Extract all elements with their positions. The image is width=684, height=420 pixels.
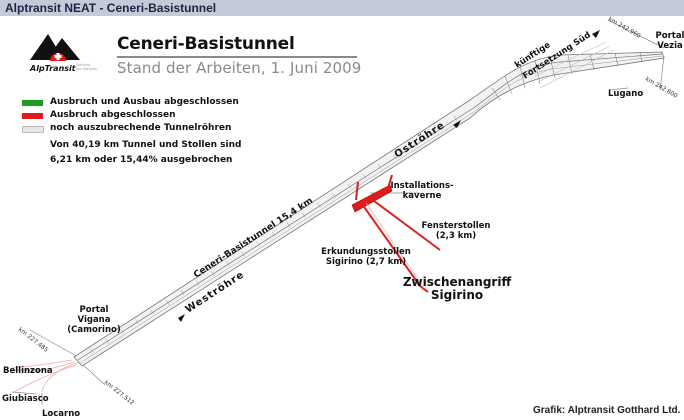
cross-passage <box>271 231 276 238</box>
cross-passage <box>226 260 230 267</box>
excavated-section-sigirino <box>351 174 441 293</box>
legend-swatch-green <box>22 100 43 106</box>
cross-passage <box>256 241 261 247</box>
cross-passage <box>332 193 336 199</box>
cross-passage <box>393 154 397 160</box>
main-tunnel <box>73 41 665 367</box>
svg-text:Zwischenangriff: Zwischenangriff <box>403 275 512 289</box>
title-divider <box>117 56 357 58</box>
cross-passage <box>211 270 215 276</box>
intermediate-access-label: Zwischenangriff Sigirino <box>403 275 512 302</box>
km-north-a: km 227.485 <box>17 326 50 354</box>
image-credit: Grafik: Alptransit Gotthard Ltd. <box>533 405 681 416</box>
cross-passage <box>241 251 245 257</box>
access-tunnel-line <box>369 197 441 251</box>
page-title: Ceneri-Basistunnel <box>117 34 295 54</box>
cross-passage <box>438 125 442 131</box>
portal-north-label: Portal Vigana (Camorino) <box>67 305 121 335</box>
svg-text:San Gottardo: San Gottardo <box>76 67 97 71</box>
legend-note-line-2: 6,21 km oder 15,44% ausgebrochen <box>50 155 233 165</box>
cross-passage <box>150 309 154 315</box>
place-lugano: Lugano <box>608 89 643 99</box>
svg-text:Sigirino: Sigirino <box>431 288 483 302</box>
arrow-future-icon <box>592 30 600 38</box>
place-giubiasco: Giubiasco <box>2 394 49 404</box>
cross-passage <box>423 134 427 141</box>
cross-passage <box>165 299 170 305</box>
cross-passage <box>135 319 139 325</box>
cross-passage <box>362 173 367 179</box>
svg-text:Fensterstollen: Fensterstollen <box>422 221 491 231</box>
legend-swatch-red <box>22 113 43 119</box>
cross-passage <box>453 115 458 121</box>
svg-text:Portal: Portal <box>80 305 109 315</box>
arrow-east-icon <box>453 120 461 128</box>
direction-arrows <box>178 30 600 322</box>
cross-passage <box>286 222 291 228</box>
svg-text:Erkundungsstollen: Erkundungsstollen <box>321 247 411 257</box>
future-extension-tubes <box>534 41 615 89</box>
cross-passage <box>120 328 124 335</box>
km-north-b: km 227.512 <box>103 379 136 407</box>
access-tunnel-label: Fensterstollen (2,3 km) <box>422 221 491 241</box>
installation-cavern-label: Installations- kaverne <box>390 181 454 201</box>
approach-lines-north <box>11 359 81 393</box>
svg-text:Vezia: Vezia <box>657 41 683 51</box>
cross-passage <box>377 164 382 170</box>
exploratory-tunnel-line <box>361 203 429 293</box>
alptransit-logo: AlpTransit Gotthard San Gottardo <box>29 34 97 73</box>
page-subtitle: Stand der Arbeiten, 1. Juni 2009 <box>117 59 362 77</box>
svg-text:Sigirino (2,7 km): Sigirino (2,7 km) <box>326 257 406 267</box>
tunnel-length-label: Ceneri-Basistunnel 15,4 km <box>192 196 315 281</box>
cross-passage <box>317 202 321 209</box>
cross-passage <box>196 280 200 286</box>
legend-note-line-1: Von 40,19 km Tunnel und Stollen sind <box>50 140 242 150</box>
svg-text:Gotthard: Gotthard <box>76 63 90 67</box>
svg-text:Vigana: Vigana <box>78 315 111 325</box>
cross-passage <box>302 212 306 218</box>
cross-passage <box>347 183 351 189</box>
place-locarno: Locarno <box>42 409 80 419</box>
cross-passage <box>408 144 412 150</box>
cross-passages <box>89 115 458 354</box>
place-bellinzona: Bellinzona <box>3 366 53 376</box>
window-title-bar: Alptransit NEAT - Ceneri-Basistunnel <box>0 0 684 16</box>
logo-text: AlpTransit <box>29 64 77 73</box>
km-south-a: km 242.960 <box>607 16 642 40</box>
svg-text:(2,3 km): (2,3 km) <box>436 231 476 241</box>
svg-text:(Camorino): (Camorino) <box>67 325 121 335</box>
cross-passage <box>105 338 109 344</box>
svg-text:Installations-: Installations- <box>390 181 454 191</box>
window-title: Alptransit NEAT - Ceneri-Basistunnel <box>5 1 217 15</box>
cross-passage <box>89 348 94 354</box>
cross-passage <box>180 290 185 296</box>
svg-text:kaverne: kaverne <box>403 191 442 201</box>
arrow-west-icon <box>178 314 185 322</box>
svg-text:Portal: Portal <box>656 31 684 41</box>
exploratory-tunnel-label: Erkundungsstollen Sigirino (2,7 km) <box>321 247 411 267</box>
legend-swatch-grey <box>22 126 44 133</box>
portal-south-label: Portal Vezia <box>656 31 684 51</box>
east-tube-label: Oströhre <box>393 120 448 161</box>
